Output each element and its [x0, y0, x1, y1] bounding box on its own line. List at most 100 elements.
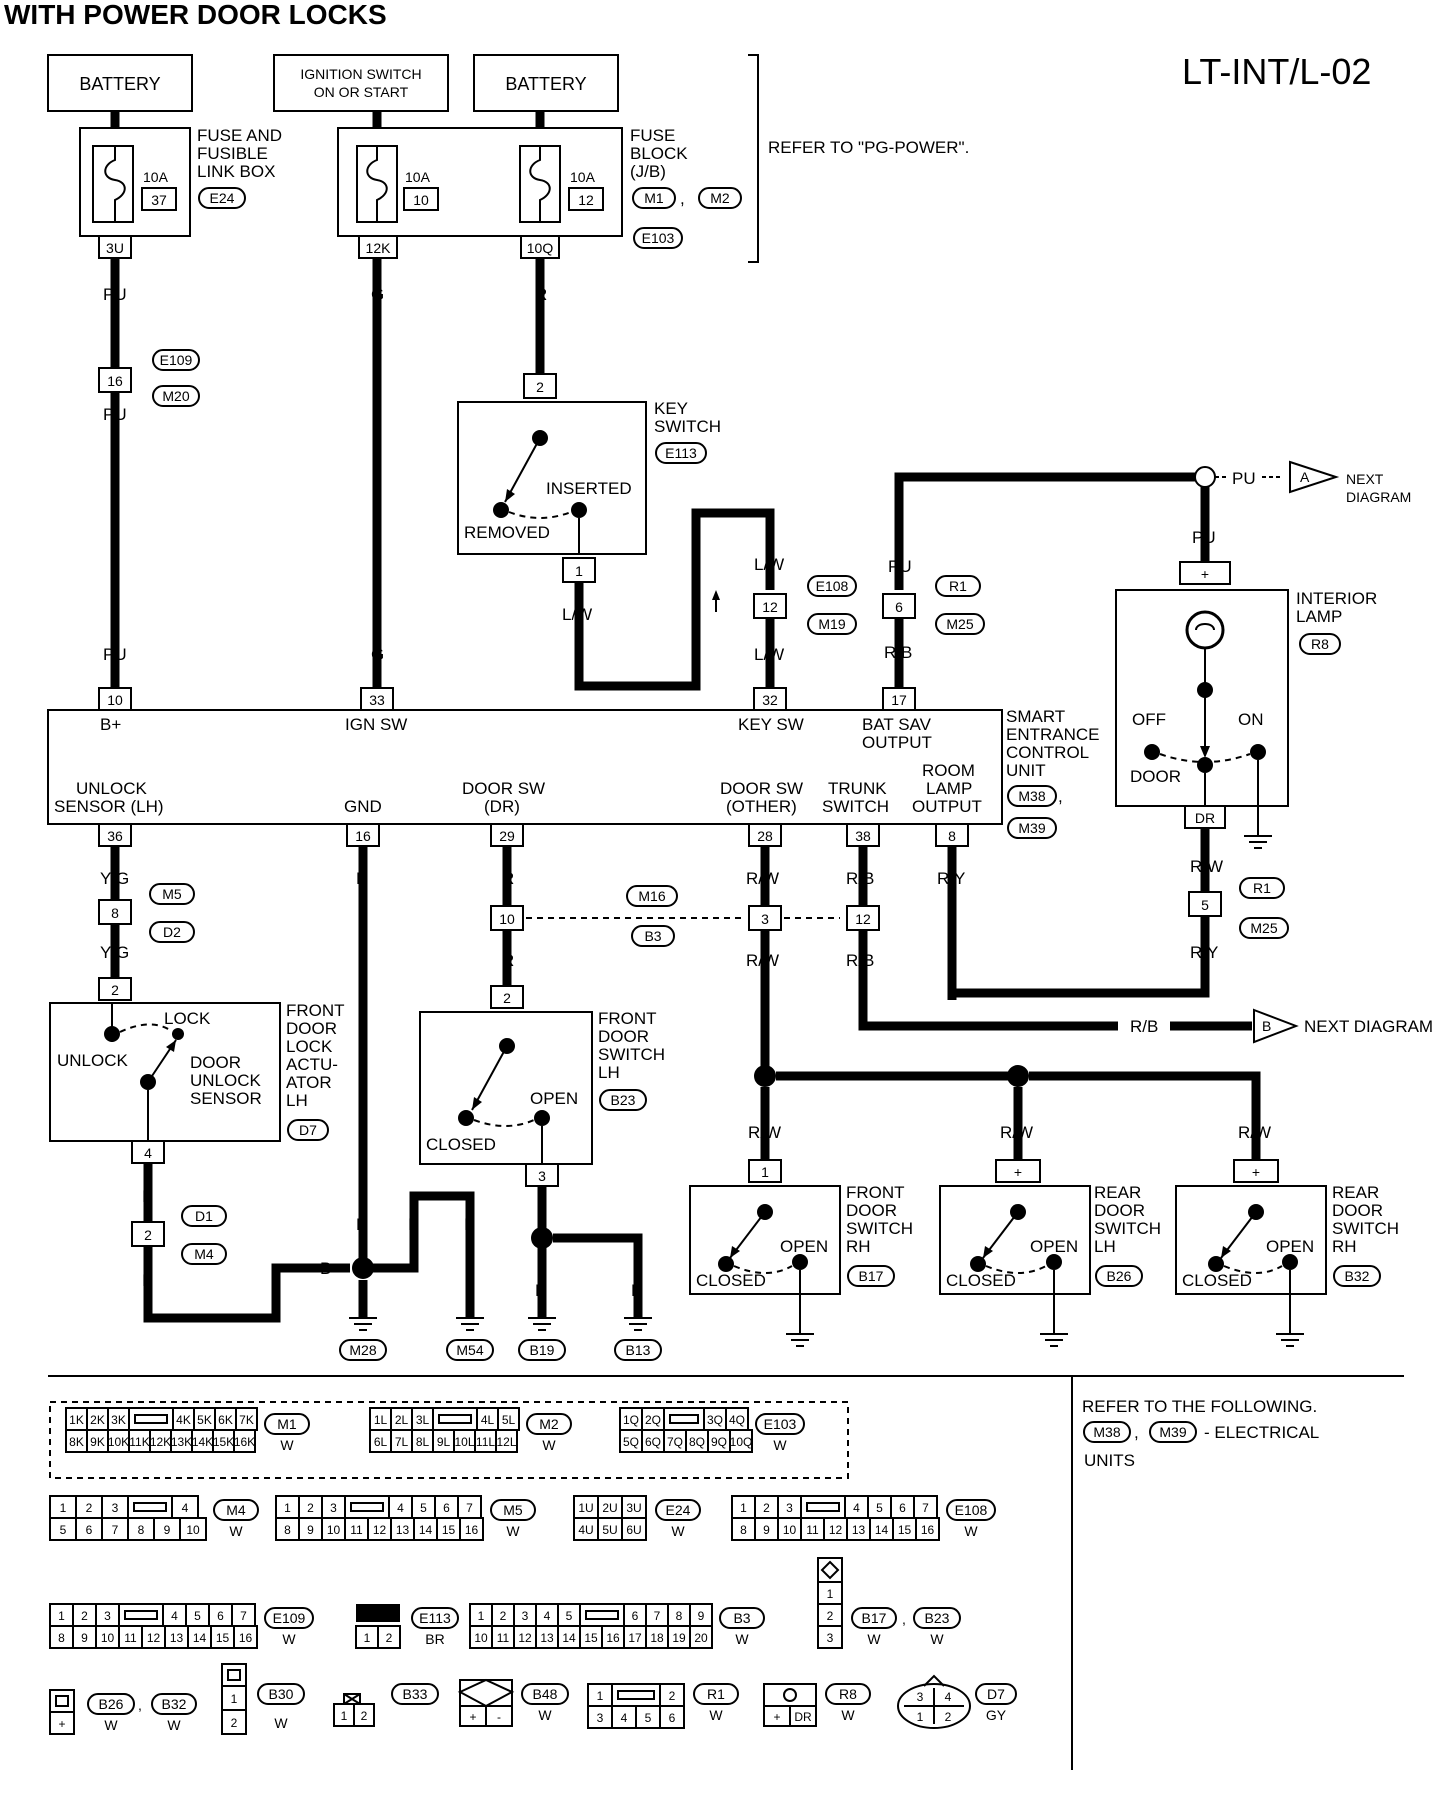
svg-text:B: B [535, 1281, 546, 1300]
svg-text:G: G [371, 645, 384, 664]
svg-text:M54: M54 [456, 1342, 483, 1358]
svg-text:D2: D2 [163, 924, 181, 940]
svg-text:R/Y: R/Y [937, 869, 965, 888]
svg-text:Y/G: Y/G [100, 869, 129, 888]
svg-text:3: 3 [104, 1609, 111, 1623]
svg-text:(OTHER): (OTHER) [726, 797, 797, 816]
svg-text:10L: 10L [454, 1435, 474, 1449]
svg-text:7: 7 [240, 1609, 247, 1623]
svg-text:W: W [280, 1437, 294, 1453]
svg-text:11: 11 [124, 1631, 137, 1645]
svg-text:3Q: 3Q [707, 1413, 723, 1427]
svg-text:ON OR START: ON OR START [314, 84, 409, 100]
svg-text:W: W [964, 1523, 978, 1539]
svg-text:D7: D7 [299, 1122, 317, 1138]
svg-text:11L: 11L [476, 1435, 495, 1449]
fuse-pins: 3U 12K 10Q [98, 235, 560, 259]
svg-text:R1: R1 [707, 1686, 725, 1702]
svg-text:M19: M19 [818, 616, 845, 632]
svg-text:5: 5 [60, 1523, 67, 1537]
svg-text:,: , [1134, 1423, 1139, 1442]
svg-text:33: 33 [369, 692, 385, 708]
svg-text:1Q: 1Q [623, 1413, 639, 1427]
svg-text:4L: 4L [481, 1413, 495, 1427]
svg-text:LH: LH [286, 1091, 308, 1110]
svg-text:L/W: L/W [754, 555, 784, 574]
svg-text:B26: B26 [99, 1696, 124, 1712]
svg-text:3K: 3K [111, 1413, 126, 1427]
svg-text:W: W [167, 1717, 181, 1733]
svg-text:TRUNK: TRUNK [828, 779, 887, 798]
svg-text:9: 9 [81, 1631, 88, 1645]
svg-text:5K: 5K [197, 1413, 212, 1427]
svg-text:W: W [282, 1631, 296, 1647]
svg-text:RH: RH [1332, 1237, 1357, 1256]
svg-text:R1: R1 [949, 578, 967, 594]
svg-text:OUTPUT: OUTPUT [912, 797, 982, 816]
svg-text:B23: B23 [925, 1610, 950, 1626]
svg-text:- ELECTRICAL: - ELECTRICAL [1204, 1423, 1319, 1442]
svg-text:REAR: REAR [1332, 1183, 1379, 1202]
svg-text:B26: B26 [1107, 1268, 1132, 1284]
svg-text:BR: BR [425, 1631, 444, 1647]
interior-lamp: + OFF ON DOOR DR INTERIOR LAMP R8 [1115, 561, 1377, 849]
svg-text:4: 4 [853, 1501, 860, 1515]
svg-text:DR: DR [794, 1710, 812, 1724]
svg-text:SWITCH: SWITCH [846, 1219, 913, 1238]
svg-text:W: W [671, 1523, 685, 1539]
svg-text:M38: M38 [1093, 1424, 1120, 1440]
svg-text:4: 4 [182, 1501, 189, 1515]
svg-text:PU: PU [1192, 528, 1216, 547]
svg-text:10: 10 [474, 1631, 488, 1645]
svg-text:W: W [841, 1707, 855, 1723]
svg-text:6: 6 [899, 1501, 906, 1515]
svg-text:3: 3 [761, 911, 769, 927]
svg-text:16: 16 [606, 1631, 620, 1645]
svg-text:NEXT DIAGRAM: NEXT DIAGRAM [1304, 1017, 1433, 1036]
svg-text:DOOR: DOOR [190, 1053, 241, 1072]
svg-text:REMOVED: REMOVED [464, 523, 550, 542]
svg-text:12: 12 [762, 599, 778, 615]
svg-text:E108: E108 [955, 1502, 988, 1518]
svg-text:LH: LH [1094, 1237, 1116, 1256]
svg-text:14: 14 [562, 1631, 576, 1645]
svg-text:CLOSED: CLOSED [1182, 1271, 1252, 1290]
svg-text:3: 3 [786, 1501, 793, 1515]
svg-text:8: 8 [58, 1631, 65, 1645]
svg-text:CLOSED: CLOSED [696, 1271, 766, 1290]
svg-text:1: 1 [341, 1709, 348, 1723]
svg-text:+: + [1014, 1164, 1022, 1180]
svg-text:7L: 7L [395, 1435, 409, 1449]
svg-text:R: R [535, 285, 547, 304]
svg-text:16: 16 [239, 1631, 253, 1645]
svg-text:W: W [229, 1523, 243, 1539]
svg-text:A: A [1300, 469, 1310, 485]
svg-text:DOOR: DOOR [1094, 1201, 1145, 1220]
svg-text:LAMP: LAMP [1296, 607, 1342, 626]
svg-text:16K: 16K [234, 1435, 255, 1449]
svg-text:8: 8 [948, 828, 956, 844]
diagram-code: LT-INT/L-02 [1182, 51, 1371, 92]
svg-text:M1: M1 [277, 1416, 297, 1432]
svg-text:2: 2 [669, 1689, 676, 1703]
svg-text:M5: M5 [503, 1502, 523, 1518]
svg-text:36: 36 [107, 828, 123, 844]
svg-text:E113: E113 [665, 445, 697, 461]
svg-text:B30: B30 [269, 1686, 294, 1702]
svg-text:R/B: R/B [884, 643, 912, 662]
svg-text:M16: M16 [638, 888, 665, 904]
svg-text:B17: B17 [859, 1268, 884, 1284]
svg-text:13K: 13K [171, 1435, 192, 1449]
svg-text:17: 17 [891, 692, 907, 708]
svg-text:R/B: R/B [846, 951, 874, 970]
svg-text:14: 14 [419, 1523, 433, 1537]
svg-text:B: B [408, 1215, 419, 1234]
svg-text:10: 10 [499, 911, 515, 927]
svg-text:R8: R8 [839, 1686, 857, 1702]
svg-text:R/W: R/W [746, 951, 779, 970]
svg-text:11: 11 [497, 1631, 510, 1645]
